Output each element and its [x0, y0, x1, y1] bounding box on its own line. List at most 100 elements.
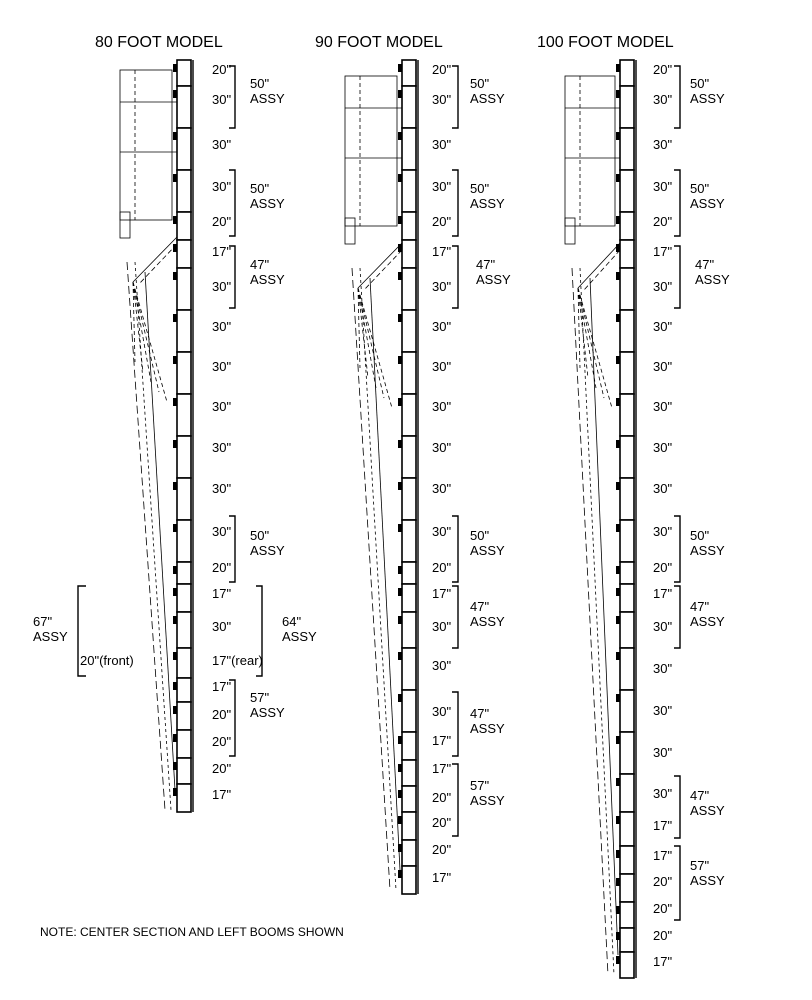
assembly-size: 50"	[250, 528, 269, 543]
nozzle-mount	[616, 588, 620, 596]
boom-segment	[401, 239, 417, 269]
segment-label: 30"	[653, 745, 672, 760]
assembly-size: 47"	[690, 599, 709, 614]
segment-label: 20"	[432, 815, 451, 830]
boom-segment	[401, 785, 417, 813]
nozzle-mount	[398, 440, 402, 448]
nozzle-mount	[398, 216, 402, 224]
boom-segment	[401, 583, 417, 613]
boom-segment	[619, 731, 635, 775]
nozzle-mount	[398, 524, 402, 532]
segment-label: 30"	[432, 179, 451, 194]
nozzle-mount	[398, 870, 402, 878]
assembly-bracket	[452, 65, 459, 129]
segment-label: 30"	[653, 619, 672, 634]
segment-label: 30"	[212, 137, 231, 152]
boom-segment	[176, 309, 192, 353]
nozzle-mount	[616, 90, 620, 98]
segment-label: 30"	[212, 481, 231, 496]
nozzle-mount	[616, 64, 620, 72]
boom-linework	[344, 75, 403, 891]
boom-segment	[619, 239, 635, 269]
segment-label: 20"	[653, 928, 672, 943]
boom-segment	[619, 267, 635, 311]
segment-label: 20"	[212, 214, 231, 229]
assembly-bracket	[229, 169, 236, 237]
segment-label: 20"	[653, 901, 672, 916]
segment-label: 30"	[432, 704, 451, 719]
assembly-label: ASSY	[250, 272, 285, 287]
boom-segment	[619, 845, 635, 875]
boom-segment	[619, 169, 635, 213]
assembly-label: ASSY	[33, 629, 68, 644]
segment-label: 30"	[653, 440, 672, 455]
nozzle-mount	[398, 694, 402, 702]
boom-segment	[619, 351, 635, 395]
nozzle-mount	[173, 788, 177, 796]
segment-label: 30"	[432, 319, 451, 334]
boom-linework	[119, 69, 178, 811]
boom-segment	[401, 127, 417, 171]
boom-segment	[176, 351, 192, 395]
assembly-size: 50"	[470, 76, 489, 91]
nozzle-mount	[173, 682, 177, 690]
assembly-label: ASSY	[690, 543, 725, 558]
nozzle-mount	[616, 616, 620, 624]
boom-segment	[401, 759, 417, 787]
boom-segment	[619, 59, 635, 87]
assembly-label: ASSY	[250, 196, 285, 211]
nozzle-mount	[616, 174, 620, 182]
assembly-label: ASSY	[250, 91, 285, 106]
segment-label: 17"	[432, 586, 451, 601]
segment-label: 17"	[432, 870, 451, 885]
segment-label: 30"	[432, 359, 451, 374]
nozzle-mount	[398, 398, 402, 406]
segment-label: 30"	[432, 524, 451, 539]
nozzle-mount	[173, 132, 177, 140]
assembly-label: ASSY	[250, 543, 285, 558]
segment-label: 20"	[212, 734, 231, 749]
segment-label: 30"	[432, 440, 451, 455]
assembly-size: 47"	[476, 257, 495, 272]
boom-segment	[401, 59, 417, 87]
boom-segment	[176, 583, 192, 613]
assembly-bracket	[674, 585, 681, 649]
nozzle-mount	[173, 174, 177, 182]
boom-segment	[619, 927, 635, 953]
nozzle-mount	[616, 694, 620, 702]
segment-label: 30"	[212, 399, 231, 414]
nozzle-mount	[616, 878, 620, 886]
segment-label: 17"	[212, 787, 231, 802]
nozzle-mount	[616, 652, 620, 660]
nozzle-mount	[616, 398, 620, 406]
nozzle-mount	[616, 272, 620, 280]
nozzle-mount	[173, 482, 177, 490]
segment-label: 30"	[212, 619, 231, 634]
nozzle-mount	[173, 652, 177, 660]
boom-segment	[401, 435, 417, 479]
boom-segment	[176, 647, 192, 679]
nozzle-mount	[173, 64, 177, 72]
boom-segment	[176, 393, 192, 437]
boom-segment	[619, 811, 635, 847]
nozzle-mount	[398, 652, 402, 660]
segment-label: 20"	[432, 62, 451, 77]
assembly-label: ASSY	[250, 705, 285, 720]
segment-label: 30"	[432, 658, 451, 673]
model-title: 90 FOOT MODEL	[315, 34, 443, 51]
model-title: 80 FOOT MODEL	[95, 34, 223, 51]
nozzle-mount	[398, 816, 402, 824]
assembly-bracket	[674, 775, 681, 839]
boom-segment	[619, 951, 635, 979]
nozzle-mount	[616, 132, 620, 140]
segment-label: 20"	[432, 790, 451, 805]
assembly-label: ASSY	[690, 91, 725, 106]
assembly-size: 57"	[690, 858, 709, 873]
nozzle-mount	[173, 616, 177, 624]
segment-label: 20"	[432, 560, 451, 575]
boom-segment	[619, 773, 635, 813]
nozzle-mount	[398, 272, 402, 280]
nozzle-mount	[616, 906, 620, 914]
boom-segment	[176, 783, 192, 813]
assembly-size: 50"	[250, 76, 269, 91]
